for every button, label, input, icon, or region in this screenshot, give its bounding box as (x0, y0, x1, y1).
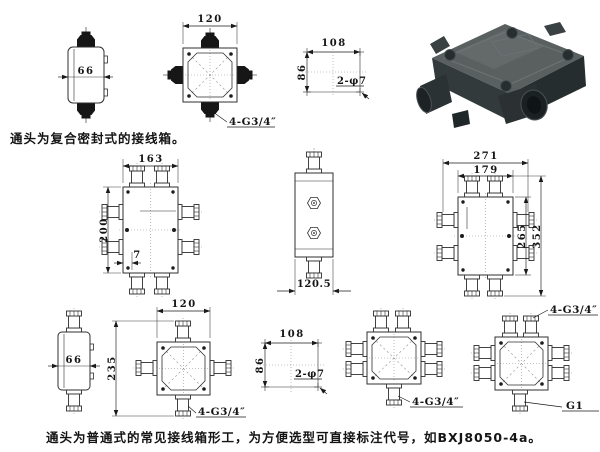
drawing-mounting-small: 108 86 2-φ7 (297, 38, 370, 100)
photo-left-port (416, 86, 432, 114)
thread-label-b: 4-G3/4″ (198, 406, 245, 418)
dim-height-235: 235 (107, 355, 118, 380)
photo-ear-left (430, 36, 450, 54)
product-photo (416, 22, 586, 128)
dim-overall-height-352: 352 (532, 223, 543, 248)
photo-ear-right (544, 22, 566, 36)
drawing-eight-way-rect: 163 200 7 (98, 154, 203, 298)
dim-pitch-108b: 108 (279, 329, 304, 340)
photo-front-port-bore (526, 96, 542, 114)
dim-width-179: 179 (473, 165, 498, 176)
photo-screw-boss (444, 49, 456, 61)
drawing-ordinary-front: 120 235 4-G3/4″ (107, 299, 246, 420)
drawing-compact-front: 120 4-G3/4″ (162, 14, 276, 128)
dim-width-163: 163 (138, 154, 163, 165)
outlet-label-g1: G1 (566, 400, 583, 412)
drawing-side-profile: 120.5 (277, 148, 351, 295)
dim-overall-width-271: 271 (473, 151, 498, 162)
drawing-ordinary-side: 66 (48, 307, 100, 415)
photo-front-face (432, 58, 512, 122)
holes-label: 2-φ7 (337, 76, 367, 87)
dim-offset-7: 7 (133, 250, 141, 261)
dim-pitch-108: 108 (321, 38, 346, 49)
drawing-compact-side: 66 (58, 26, 113, 124)
photo-screw-boss (506, 27, 518, 39)
dim-height-265: 265 (517, 223, 528, 248)
photo-foot (452, 110, 470, 128)
caption-ordinary-type: 通头为普通式的常见接线箱形工，为方便选型可直接标注代号，如BXJ8050-4a。 (46, 430, 542, 445)
photo-screw-boss (500, 80, 512, 92)
thread-label-c: 4-G3/4″ (412, 396, 459, 408)
dim-width-66b: 66 (66, 355, 83, 366)
thread-label-d: 4-G3/4″ (550, 304, 597, 316)
drawing-seven-way-b: 4-G3/4″ G1 (470, 304, 599, 415)
dim-depth-120-5: 120.5 (297, 279, 331, 290)
holes-label-b: 2-φ7 (295, 369, 325, 380)
drawing-eight-way-rect-large: 271 179 265 352 (433, 151, 546, 300)
dim-width-120: 120 (197, 14, 222, 25)
dim-height-200: 200 (99, 217, 110, 242)
caption-composite-type: 通头为复合密封式的接线箱。 (10, 131, 186, 146)
drawing-seven-way-a: 4-G3/4″ (342, 307, 463, 409)
thread-label: 4-G3/4″ (229, 116, 276, 128)
photo-lid-highlight (455, 30, 545, 69)
photo-screw-boss (562, 49, 574, 61)
dim-width-66: 66 (78, 66, 95, 77)
dim-width-120b: 120 (171, 299, 196, 310)
drawing-mounting-small-2: 108 86 2-φ7 (255, 329, 328, 395)
